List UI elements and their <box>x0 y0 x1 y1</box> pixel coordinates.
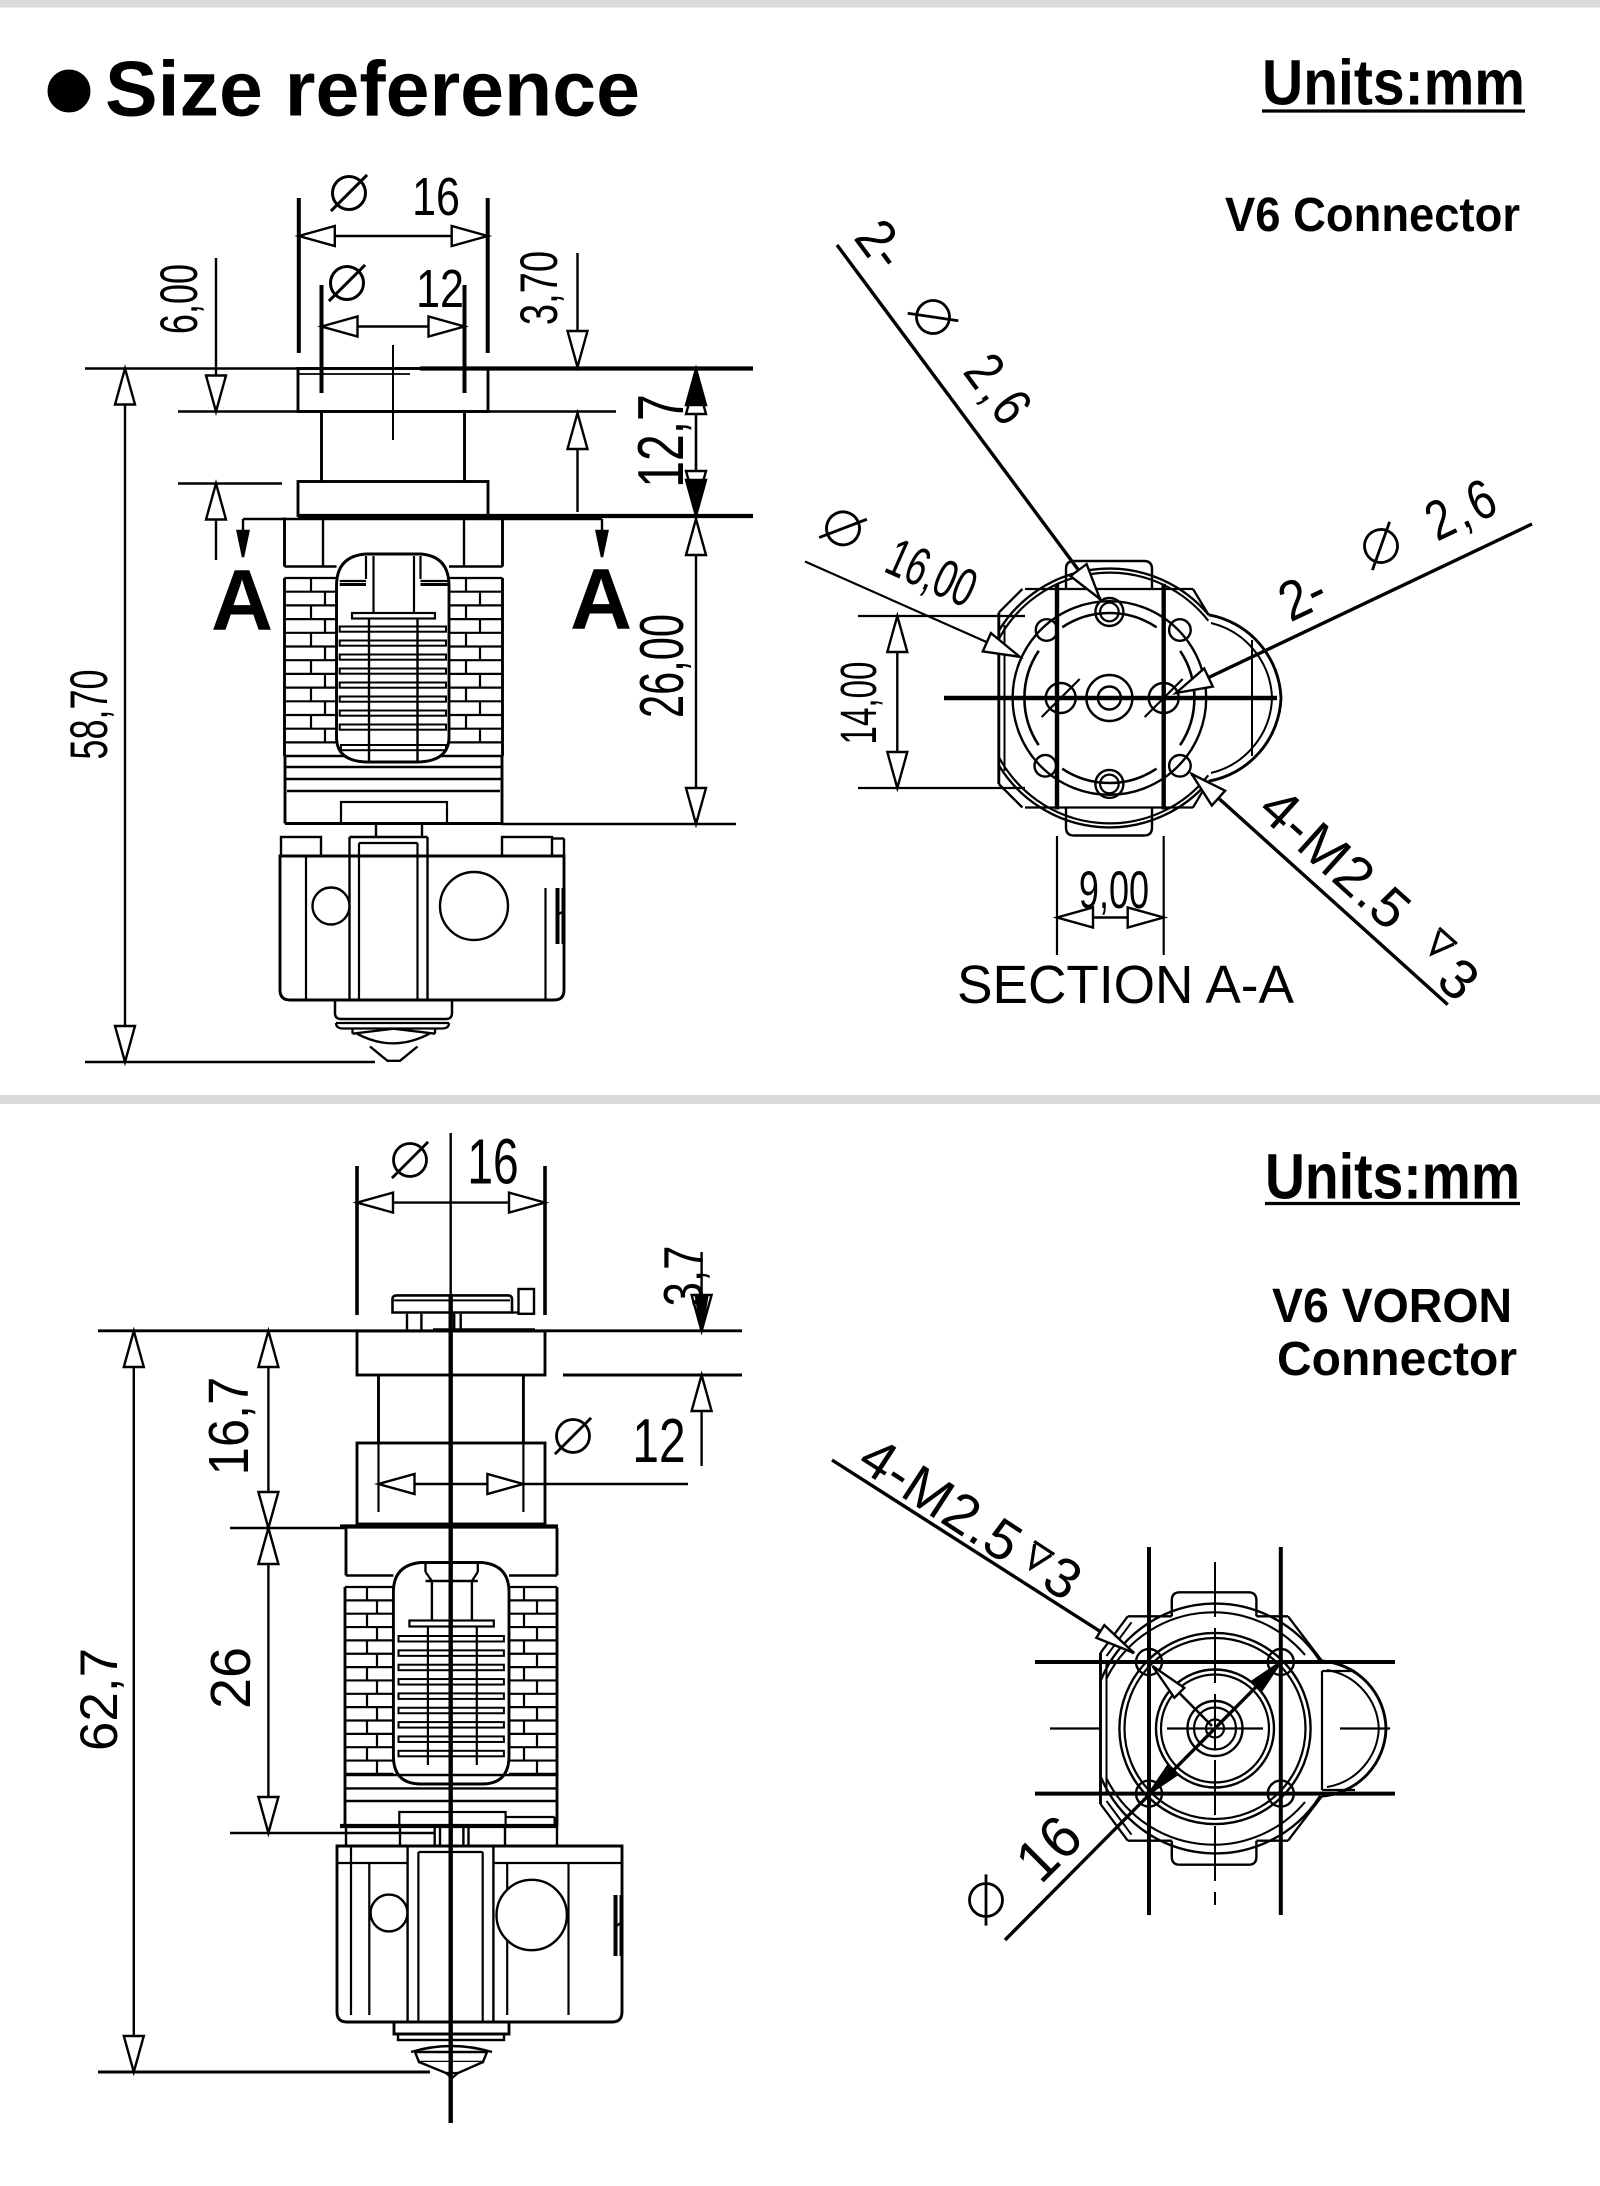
svg-text:16: 16 <box>412 166 460 226</box>
svg-text:V6 Connector: V6 Connector <box>1225 189 1520 242</box>
svg-text:12: 12 <box>632 1406 685 1476</box>
svg-text:SECTION A-A: SECTION A-A <box>957 955 1294 1015</box>
svg-text:A: A <box>211 553 273 649</box>
svg-text:16: 16 <box>467 1126 518 1198</box>
svg-text:Units:mm: Units:mm <box>1265 1141 1520 1213</box>
svg-text:62,7: 62,7 <box>70 1648 129 1751</box>
svg-text:58,70: 58,70 <box>59 669 119 759</box>
svg-text:Size reference: Size reference <box>105 45 640 133</box>
svg-text:12,7: 12,7 <box>625 394 698 488</box>
svg-text:A: A <box>570 552 632 648</box>
svg-text:3,7: 3,7 <box>652 1246 714 1307</box>
svg-text:16,7: 16,7 <box>197 1377 260 1476</box>
svg-text:6,00: 6,00 <box>149 264 209 334</box>
svg-text:12: 12 <box>416 258 464 318</box>
svg-text:26,00: 26,00 <box>628 614 697 718</box>
svg-text:V6 VORON: V6 VORON <box>1272 1280 1512 1333</box>
svg-text:3,70: 3,70 <box>509 251 569 325</box>
svg-text:26: 26 <box>199 1647 263 1709</box>
svg-text:Connector: Connector <box>1277 1333 1517 1386</box>
svg-text:9,00: 9,00 <box>1079 860 1149 920</box>
svg-text:Units:mm: Units:mm <box>1262 47 1525 119</box>
svg-text:14,00: 14,00 <box>831 662 888 745</box>
